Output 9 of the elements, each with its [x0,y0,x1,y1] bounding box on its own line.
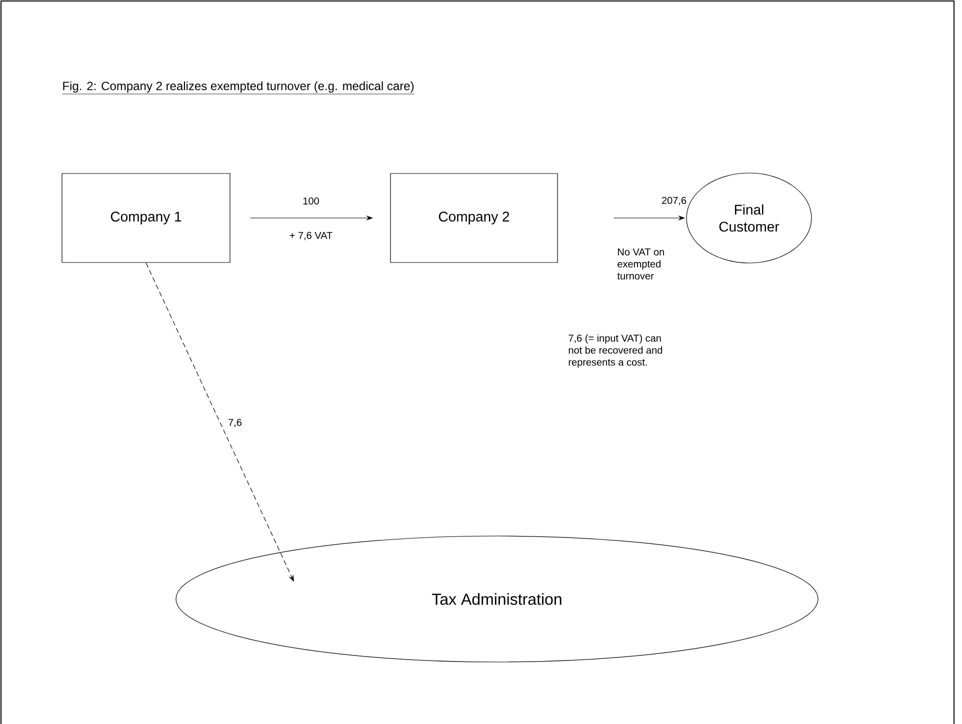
edge-label: 207,6 [662,196,686,206]
note: No VAT on exempted turnover [617,248,664,280]
box: Company 2 [390,173,558,263]
edge-label: 7,6 [228,418,242,428]
note: 7,6 (= input VAT) can not be recovered and represents a cost. [568,334,662,368]
figure-title: Fig. 2: Company 2 realizes exempted turnover (e.g. medical care) [62,81,415,94]
amount-label: + 7,6 VAT [290,232,332,240]
box: Company 1 [62,173,230,263]
edge-label: 100 [303,197,319,205]
